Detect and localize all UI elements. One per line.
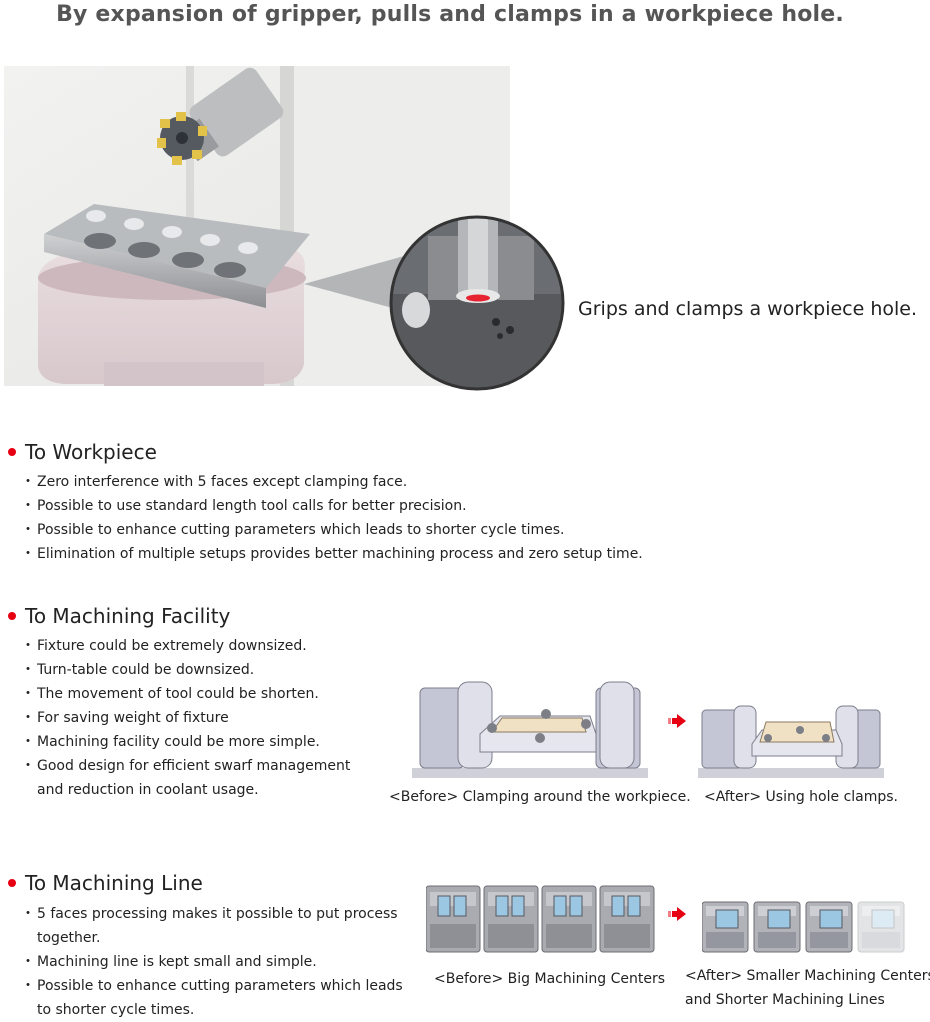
line-after-caption-1: <After> Smaller Machining Centers: [685, 968, 930, 984]
section-heading-line: To Machining Line: [8, 871, 203, 895]
list-item: 5 faces processing makes it possible to …: [21, 902, 420, 950]
list-item: Good design for efficient swarf manageme…: [21, 754, 370, 802]
page-title: By expansion of gripper, pulls and clamp…: [56, 2, 844, 27]
line-after-illustration: [702, 901, 905, 953]
section-heading-facility: To Machining Facility: [8, 604, 230, 628]
list-item: Turn-table could be downsized.: [21, 658, 370, 682]
list-item: The movement of tool could be shorten.: [21, 682, 370, 706]
arrow-right-icon: [668, 907, 686, 921]
list-item: Machining line is kept small and simple.: [21, 950, 420, 974]
section-heading-text: To Machining Facility: [25, 604, 231, 628]
section-heading-text: To Workpiece: [25, 440, 157, 464]
fixture-illustration: [4, 66, 510, 386]
line-benefits-list: 5 faces processing makes it possible to …: [21, 902, 420, 1022]
line-before-caption: <Before> Big Machining Centers: [434, 971, 666, 987]
bullet-dot-icon: [8, 611, 16, 620]
list-item: Possible to enhance cutting parameters w…: [21, 518, 645, 542]
bullet-dot-icon: [8, 447, 16, 456]
list-item: Fixture could be extremely downsized.: [21, 634, 370, 658]
line-before-illustration: [426, 885, 655, 953]
section-heading-text: To Machining Line: [25, 871, 203, 895]
list-item: Machining facility could be more simple.: [21, 730, 370, 754]
bullet-dot-icon: [8, 878, 16, 887]
list-item: Possible to enhance cutting parameters w…: [21, 974, 420, 1022]
workpiece-benefits-list: Zero interference with 5 faces except cl…: [21, 470, 645, 566]
list-item: Possible to use standard length tool cal…: [21, 494, 645, 518]
list-item: Elimination of multiple setups provides …: [21, 542, 645, 566]
list-item: For saving weight of fixture: [21, 706, 370, 730]
facility-after-caption: <After> Using hole clamps.: [704, 789, 898, 805]
facility-before-illustration: [412, 681, 648, 778]
hero-caption: Grips and clamps a workpiece hole.: [578, 298, 918, 320]
list-item: Zero interference with 5 faces except cl…: [21, 470, 645, 494]
clamp-detail-callout: [389, 215, 565, 391]
facility-before-caption: <Before> Clamping around the workpiece.: [389, 789, 691, 805]
facility-after-illustration: [698, 705, 884, 778]
line-after-caption-2: and Shorter Machining Lines: [685, 992, 885, 1008]
section-heading-workpiece: To Workpiece: [8, 440, 157, 464]
arrow-right-icon: [668, 714, 686, 728]
facility-benefits-list: Fixture could be extremely downsized. Tu…: [21, 634, 370, 802]
